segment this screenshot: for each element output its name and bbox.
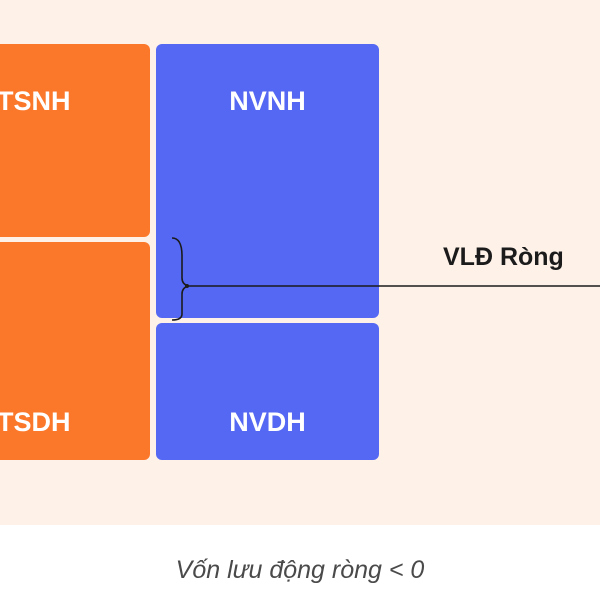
long-term-assets-block: TSDH bbox=[0, 242, 150, 460]
diagram-caption: Vốn lưu động ròng < 0 bbox=[175, 556, 425, 584]
long-term-assets-label: TSDH bbox=[0, 407, 71, 437]
brace-mark bbox=[171, 237, 191, 321]
diagram-canvas: TSNH TSDH NVNH NVDH VLĐ Ròng bbox=[0, 0, 600, 525]
current-liabilities-block: NVNH bbox=[156, 44, 379, 318]
net-working-capital-connector bbox=[171, 237, 600, 321]
long-term-liabilities-block: NVDH bbox=[156, 323, 379, 460]
net-working-capital-callout: VLĐ Ròng bbox=[443, 243, 564, 271]
current-assets-label: TSNH bbox=[0, 86, 71, 116]
current-assets-block: TSNH bbox=[0, 44, 150, 237]
leader-dot bbox=[185, 284, 189, 288]
current-liabilities-label: NVNH bbox=[229, 86, 306, 116]
long-term-liabilities-label: NVDH bbox=[229, 407, 306, 437]
